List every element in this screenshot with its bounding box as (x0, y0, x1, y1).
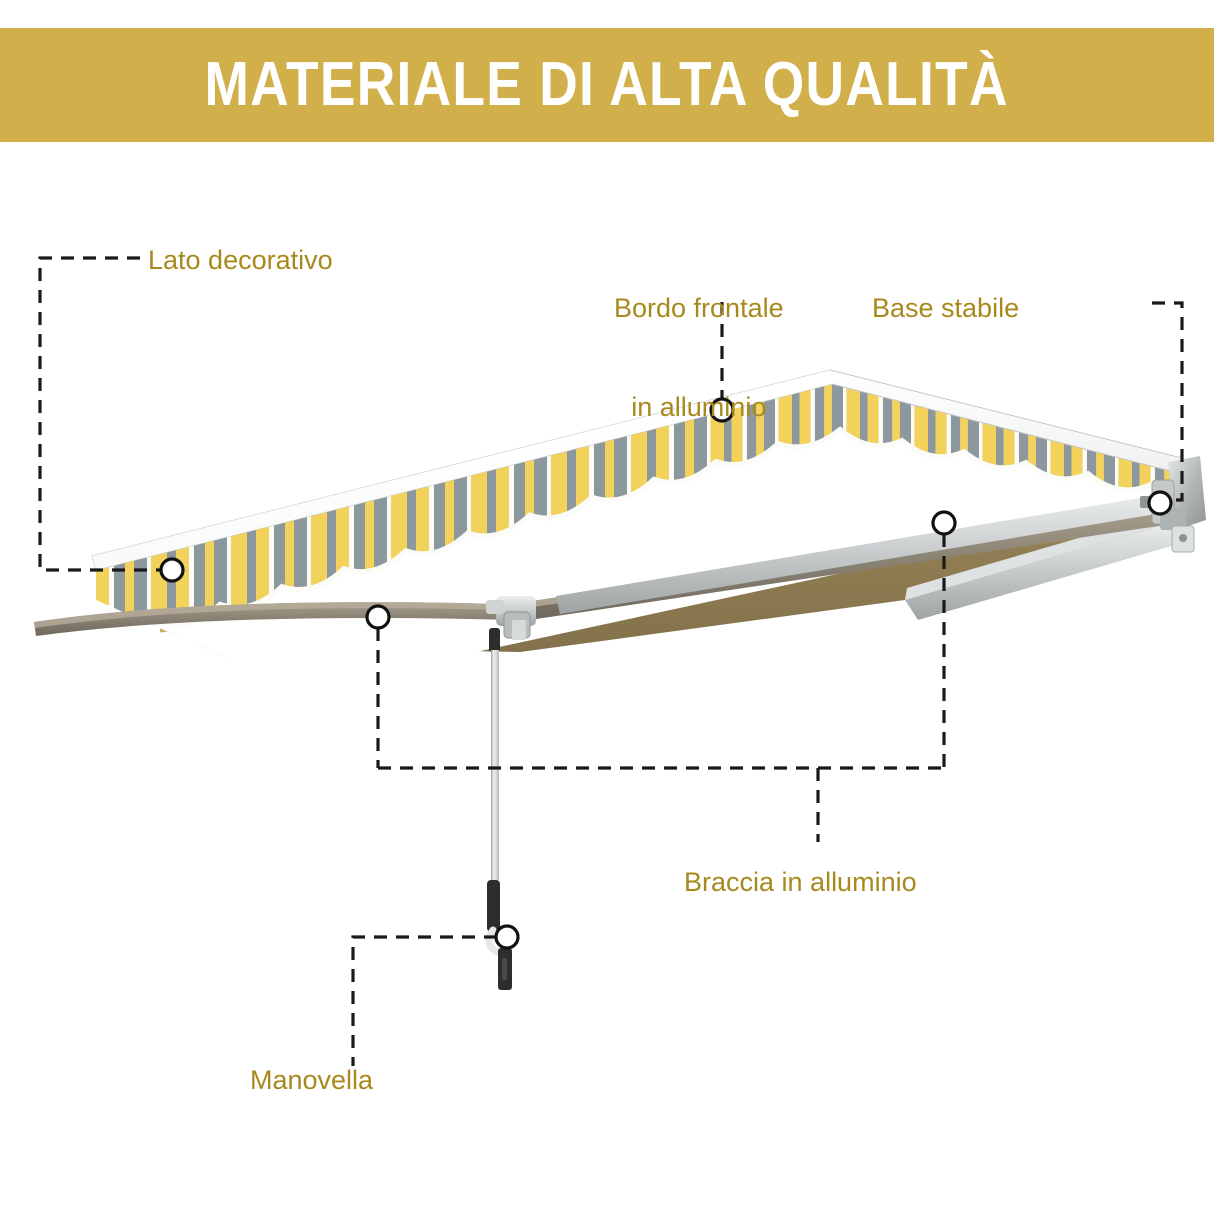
marker-braccia-left (365, 604, 391, 630)
marker-manovella (494, 924, 520, 950)
callout-leader-lines (38, 256, 1184, 1066)
left-aluminium-arm (34, 602, 512, 636)
callout-markers (159, 397, 1173, 950)
marker-lato-decorativo (159, 557, 185, 583)
valance-hem (96, 426, 1180, 646)
leader-line-manovella (351, 935, 497, 1066)
valance-scallop-mask (96, 429, 1180, 690)
callout-label-lato-decorativo: Lato decorativo (148, 245, 333, 275)
header-banner: MATERIALE DI ALTA QUALITÀ (0, 28, 1214, 142)
marker-bordo-frontale (709, 397, 735, 423)
callout-label-bordo-frontale: Bordo frontale in alluminio (614, 226, 784, 490)
crank-handle (485, 628, 512, 990)
callout-label-base-stabile: Base stabile (872, 293, 1020, 323)
canopy-striped-fabric (96, 380, 1180, 690)
callout-label-bordo-frontale-line1: Bordo frontale (614, 292, 784, 323)
callout-label-bordo-frontale-line2: in alluminio (631, 391, 767, 422)
lower-support-rail (556, 492, 1180, 614)
callout-label-manovella: Manovella (250, 1065, 374, 1095)
page-title: MATERIALE DI ALTA QUALITÀ (204, 50, 1010, 119)
leader-line-lato-decorativo (38, 256, 166, 572)
marker-braccia-right (931, 510, 957, 536)
callout-label-braccia-in-alluminio: Braccia in alluminio (684, 867, 917, 897)
marker-base-stabile (1147, 490, 1173, 516)
fabric-stripes (96, 380, 1180, 690)
arm-elbow-joint (486, 596, 536, 640)
awning-artwork (34, 369, 1206, 990)
